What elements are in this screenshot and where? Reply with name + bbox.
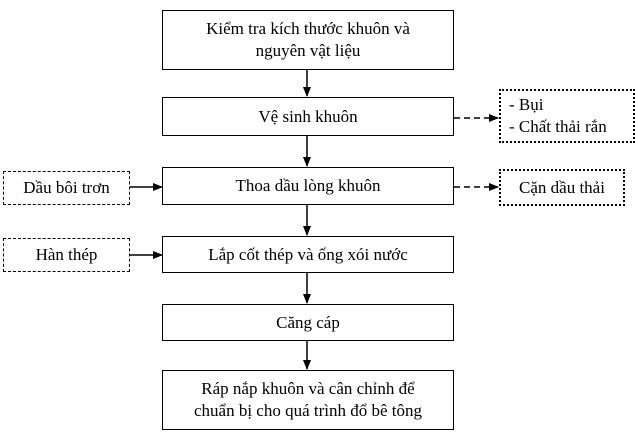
input-welding-steel: Hàn thép <box>3 238 130 272</box>
step-tension-cable: Căng cáp <box>162 304 454 341</box>
step-assemble-lid: Ráp nắp khuôn và cân chỉnh để chuẩn bị c… <box>162 370 454 430</box>
output-dust-solid-waste: - Bụi - Chất thải rắn <box>499 89 635 143</box>
output-waste-oil-residue: Cặn dầu thải <box>499 169 625 206</box>
input-1-label: Dầu bôi trơn <box>23 178 110 197</box>
step-install-rebar: Lắp cốt thép và ống xói nước <box>162 236 454 273</box>
step-clean-mold: Vệ sinh khuôn <box>162 97 454 136</box>
step-3-label: Thoa dầu lòng khuôn <box>235 176 381 195</box>
output-1-item-1: - Bụi <box>509 95 544 114</box>
step-6-line-1: Ráp nắp khuôn và cân chỉnh để <box>201 379 415 398</box>
step-1-line-1: Kiểm tra kích thước khuôn và <box>206 19 410 38</box>
step-check-mold-materials: Kiểm tra kích thước khuôn và nguyên vật … <box>162 10 454 70</box>
output-1-item-2: - Chất thải rắn <box>509 117 607 136</box>
step-4-label: Lắp cốt thép và ống xói nước <box>208 244 408 264</box>
step-1-line-2: nguyên vật liệu <box>255 41 361 60</box>
input-lubricating-oil: Dầu bôi trơn <box>3 171 130 205</box>
step-oil-mold: Thoa dầu lòng khuôn <box>162 167 454 205</box>
input-2-label: Hàn thép <box>35 245 98 264</box>
output-2-label: Cặn dầu thải <box>519 177 605 197</box>
step-2-label: Vệ sinh khuôn <box>258 106 358 126</box>
step-6-line-2: chuẩn bị cho quá trình đổ bê tông <box>193 401 423 420</box>
step-5-label: Căng cáp <box>276 312 340 332</box>
